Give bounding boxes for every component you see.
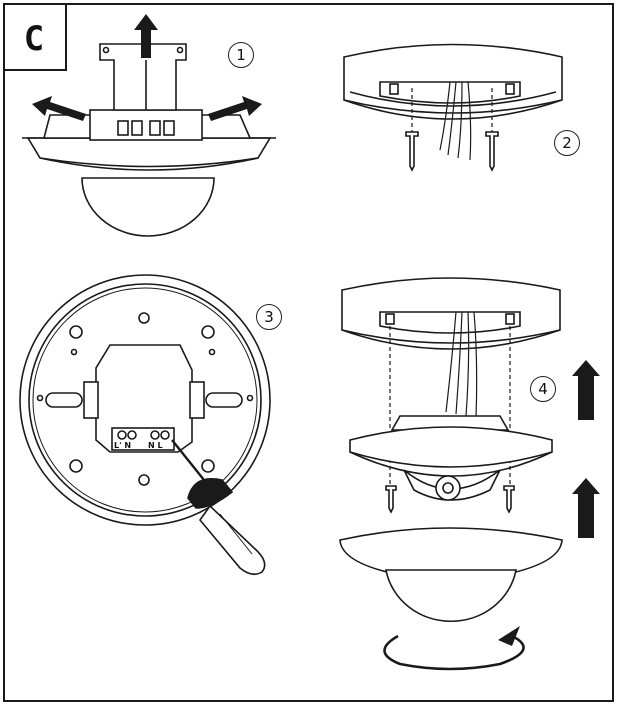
outer-border bbox=[3, 3, 614, 702]
step1-illustration bbox=[22, 43, 276, 237]
terminal-label-right: N L bbox=[148, 441, 163, 450]
step4-illustration bbox=[339, 277, 563, 623]
step3-illustration bbox=[19, 274, 271, 576]
step1-arrows bbox=[32, 14, 262, 121]
step-number-4: 4 bbox=[530, 376, 556, 402]
terminal-label-left: L' N bbox=[114, 441, 131, 450]
rotate-arrow-icon bbox=[383, 626, 525, 671]
label-box bbox=[3, 3, 67, 71]
step4-arrows bbox=[572, 360, 600, 538]
step-number-3: 3 bbox=[256, 304, 282, 330]
page-label: C bbox=[23, 19, 45, 59]
step-number-1: 1 bbox=[228, 42, 254, 68]
step-number-2: 2 bbox=[554, 130, 580, 156]
step2-illustration bbox=[343, 43, 563, 172]
